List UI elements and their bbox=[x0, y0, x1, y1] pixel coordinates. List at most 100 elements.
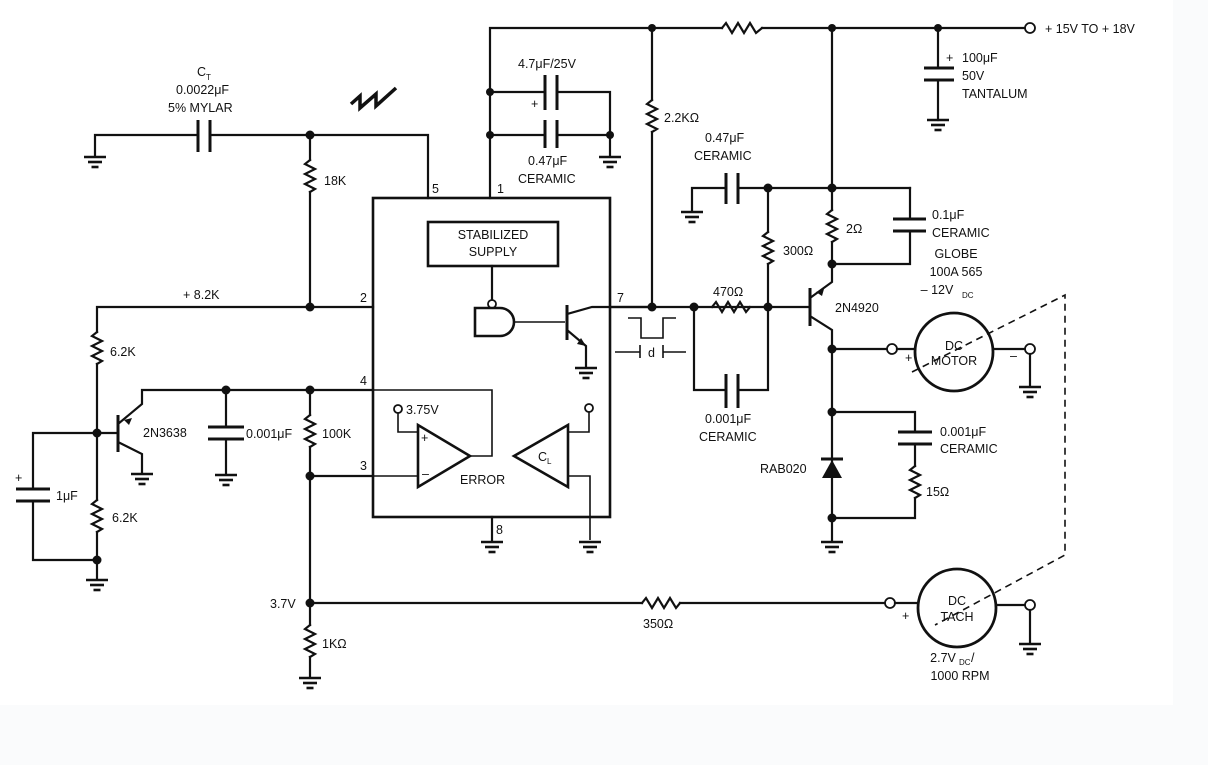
mechanical-coupling bbox=[911, 293, 1066, 626]
svg-text:–: – bbox=[422, 467, 429, 481]
svg-text:+ 8.2K: + 8.2K bbox=[183, 288, 220, 302]
sawtooth-icon bbox=[349, 86, 398, 112]
logic-gate bbox=[473, 264, 565, 338]
svg-text:+: + bbox=[902, 609, 909, 623]
svg-text:–: – bbox=[1010, 349, 1017, 363]
svg-text:+: + bbox=[905, 351, 912, 365]
ground-icon bbox=[597, 155, 623, 169]
svg-text:0.1μF: 0.1μF bbox=[932, 208, 965, 222]
svg-text:5: 5 bbox=[432, 182, 439, 196]
svg-text:350Ω: 350Ω bbox=[643, 617, 673, 631]
svg-text:2.2KΩ: 2.2KΩ bbox=[664, 111, 699, 125]
drive-stage: d 470Ω 0.001μF CERAMIC 0.47μF CERAMIC bbox=[608, 26, 1066, 683]
supply-terminal bbox=[1024, 22, 1036, 34]
resistor-100k: 100K bbox=[302, 385, 375, 605]
svg-text:2N3638: 2N3638 bbox=[143, 426, 187, 440]
svg-text:DC: DC bbox=[948, 594, 966, 608]
capacitor-0001uf-left: 0.001μF bbox=[208, 385, 292, 487]
stabilized-supply-block: STABILIZED SUPPLY bbox=[426, 220, 560, 268]
ground-icon bbox=[577, 540, 603, 554]
svg-text:6.2K: 6.2K bbox=[112, 511, 138, 525]
ground-icon bbox=[84, 578, 110, 592]
reference-network: + 8.2K 6.2K 6.2K + 1μF 2N3638 bbox=[15, 288, 887, 690]
resistor-top-rail bbox=[720, 20, 764, 36]
svg-text:100A 565: 100A 565 bbox=[930, 265, 983, 279]
transistor-2n3638: 2N3638 bbox=[95, 388, 375, 486]
diode-rab020: RAB020 bbox=[760, 457, 845, 554]
svg-text:TACH: TACH bbox=[940, 610, 973, 624]
svg-text:100K: 100K bbox=[322, 427, 352, 441]
svg-text:2.7V: 2.7V bbox=[930, 651, 956, 665]
svg-text:d: d bbox=[648, 346, 655, 360]
ground-icon bbox=[129, 472, 155, 486]
svg-text:T: T bbox=[206, 73, 211, 82]
ground-icon bbox=[213, 473, 239, 487]
svg-text:0.001μF: 0.001μF bbox=[940, 425, 986, 439]
resistor-300: 300Ω bbox=[760, 186, 813, 309]
ground-icon bbox=[82, 155, 108, 169]
current-limit-comparator: C L bbox=[511, 403, 603, 554]
capacitor-047uf-right: 0.47μF CERAMIC bbox=[679, 131, 912, 224]
svg-text:CERAMIC: CERAMIC bbox=[694, 149, 752, 163]
svg-text:0.47μF: 0.47μF bbox=[528, 154, 568, 168]
svg-text:ERROR: ERROR bbox=[460, 473, 505, 487]
svg-text:0.47μF: 0.47μF bbox=[705, 131, 745, 145]
ground-icon bbox=[479, 540, 505, 554]
svg-text:470Ω: 470Ω bbox=[713, 285, 743, 299]
svg-text:0.0022μF: 0.0022μF bbox=[176, 83, 229, 97]
bypass-capacitors: + 4.7μF/25V 0.47μF CERAMIC bbox=[486, 57, 623, 186]
svg-text:100μF: 100μF bbox=[962, 51, 998, 65]
svg-text:CERAMIC: CERAMIC bbox=[699, 430, 757, 444]
capacitor-0001uf-mid: 0.001μF CERAMIC bbox=[692, 305, 770, 444]
svg-text:1: 1 bbox=[497, 182, 504, 196]
svg-text:2Ω: 2Ω bbox=[846, 222, 862, 236]
svg-text:0.001μF: 0.001μF bbox=[246, 427, 292, 441]
resistor-470 bbox=[710, 299, 752, 315]
transistor-2n4920: 2N4920 bbox=[766, 262, 879, 522]
svg-text:1000 RPM: 1000 RPM bbox=[930, 669, 989, 683]
svg-text:MOTOR: MOTOR bbox=[931, 354, 977, 368]
pulse-waveform-icon: d bbox=[615, 317, 686, 360]
svg-text:CERAMIC: CERAMIC bbox=[932, 226, 990, 240]
error-amplifier: 3.75V + – ERROR bbox=[373, 389, 505, 490]
ground-icon bbox=[297, 676, 323, 690]
svg-text:3.75V: 3.75V bbox=[406, 403, 439, 417]
svg-text:18K: 18K bbox=[324, 174, 347, 188]
ic-package: 5 1 2 4 3 7 8 STABILIZED SUPPLY bbox=[360, 182, 654, 554]
svg-text:C: C bbox=[538, 450, 547, 464]
svg-text:8: 8 bbox=[496, 523, 503, 537]
svg-text:7: 7 bbox=[617, 291, 624, 305]
svg-text:300Ω: 300Ω bbox=[783, 244, 813, 258]
ground-icon bbox=[925, 118, 951, 132]
svg-text:C: C bbox=[197, 65, 206, 79]
svg-text:RAB020: RAB020 bbox=[760, 462, 807, 476]
svg-text:+: + bbox=[531, 97, 538, 111]
supply-label: + 15V TO + 18V bbox=[1045, 22, 1136, 36]
capacitor-1uf: + 1μF bbox=[15, 431, 99, 562]
ground-icon bbox=[1017, 642, 1043, 656]
svg-text:1KΩ: 1KΩ bbox=[322, 637, 347, 651]
svg-text:3.7V: 3.7V bbox=[270, 597, 296, 611]
ground-icon bbox=[679, 210, 705, 224]
svg-text:DC: DC bbox=[959, 658, 971, 667]
schematic-sheet: + 15V TO + 18V + 100μF 50V TANTALUM + 4.… bbox=[15, 20, 1136, 690]
ground-icon bbox=[573, 366, 599, 380]
svg-text:4.7μF/25V: 4.7μF/25V bbox=[518, 57, 577, 71]
resistor-2ohm: 2Ω bbox=[824, 26, 862, 269]
svg-text:0.001μF: 0.001μF bbox=[705, 412, 751, 426]
timing-network: C T 0.0022μF 5% MYLAR 18K bbox=[82, 65, 430, 309]
capacitor-100uf: + 100μF 50V TANTALUM bbox=[924, 24, 1028, 132]
svg-text:+: + bbox=[946, 51, 953, 65]
svg-text:5% MYLAR: 5% MYLAR bbox=[168, 101, 233, 115]
svg-text:50V: 50V bbox=[962, 69, 985, 83]
svg-text:/: / bbox=[971, 651, 975, 665]
svg-text:STABILIZED: STABILIZED bbox=[458, 228, 529, 242]
svg-text:15Ω: 15Ω bbox=[926, 485, 949, 499]
svg-text:6.2K: 6.2K bbox=[110, 345, 136, 359]
svg-text:CERAMIC: CERAMIC bbox=[518, 172, 576, 186]
supply-rail: + 15V TO + 18V bbox=[488, 20, 1136, 200]
resistor-2k2: 2.2KΩ bbox=[644, 26, 699, 309]
svg-text:3: 3 bbox=[360, 459, 367, 473]
capacitor-01uf: 0.1μF CERAMIC bbox=[830, 186, 990, 266]
svg-text:4: 4 bbox=[360, 374, 367, 388]
